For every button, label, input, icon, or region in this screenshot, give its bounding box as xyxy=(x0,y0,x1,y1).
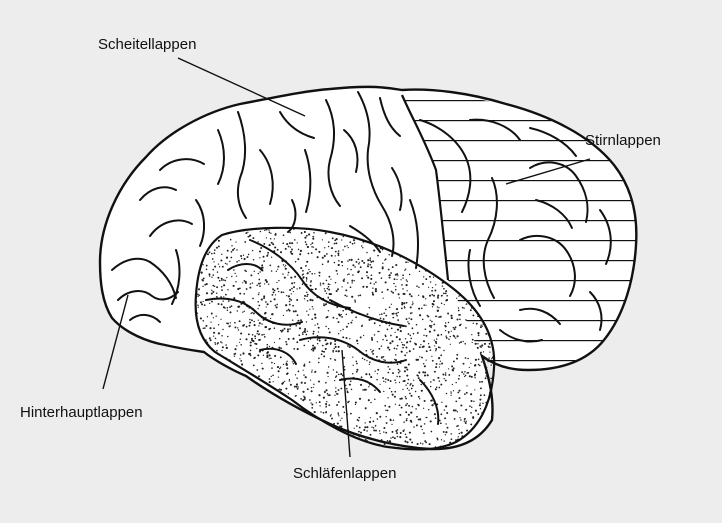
temporal-lobe-label: Schläfenlappen xyxy=(293,465,396,483)
parietal-lobe-label: Scheitellappen xyxy=(98,36,196,54)
occipital-lobe-label: Hinterhauptlappen xyxy=(20,404,143,422)
frontal-lobe-label: Stirnlappen xyxy=(585,132,661,150)
